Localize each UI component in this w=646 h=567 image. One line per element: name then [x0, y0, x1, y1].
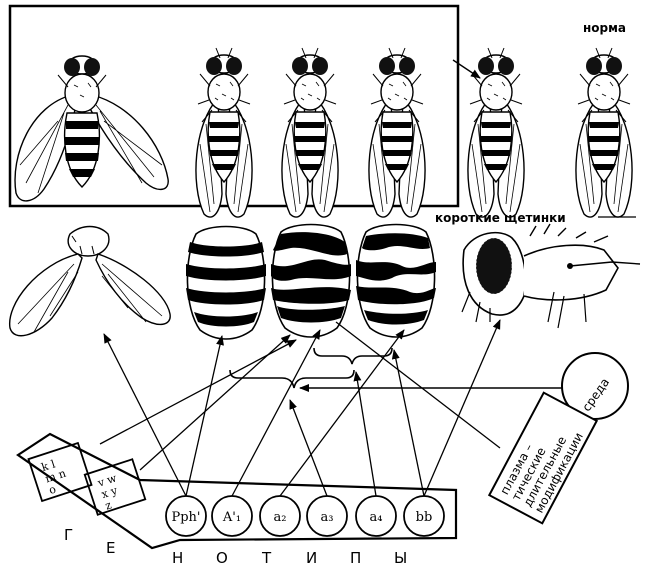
gene-a3-label: a₃: [321, 510, 334, 525]
detached-wings: [10, 227, 171, 336]
fly-3: [282, 48, 338, 217]
gene-a3: a₃: [307, 496, 347, 536]
gene-bb: bb: [404, 496, 444, 536]
fly-2: [196, 48, 252, 217]
gene-pph-label: Pph': [171, 510, 200, 525]
gene-a4-label: a₄: [370, 510, 383, 525]
fly-4: [369, 48, 425, 217]
word-letter-y: Ы: [394, 549, 407, 567]
genome-box-2-line-3: z: [104, 498, 114, 512]
gene-a4: a₄: [356, 496, 396, 536]
head-short-bristles: [462, 224, 640, 328]
word-letter-n: Н: [172, 549, 183, 567]
word-letter-g: Г: [64, 526, 73, 544]
abdomen-1: [186, 227, 266, 340]
norm-label: норма: [583, 21, 626, 35]
gene-arrows: [100, 320, 500, 496]
word-letter-p: П: [350, 549, 361, 567]
genome-box-1-line-3: o: [47, 482, 58, 497]
word-letter-o: О: [216, 549, 228, 567]
abdomen-3: [356, 225, 436, 338]
abdomen-2: [271, 225, 351, 338]
fly-5: [468, 48, 524, 217]
gene-a2: a₂: [260, 496, 300, 536]
fly-spread-wings: [15, 56, 168, 201]
gene-bb-label: bb: [416, 510, 433, 525]
word-letter-e: Е: [106, 539, 115, 557]
gene-a1-label: A'₁: [222, 510, 241, 525]
short-bristles-label: короткие щетинки: [435, 211, 566, 225]
word-letter-i: И: [306, 549, 317, 567]
gene-pph: Pph': [166, 496, 206, 536]
word-letter-t: Т: [261, 549, 272, 567]
gene-a1: A'₁: [212, 496, 252, 536]
plasma-box: плазма – тические длительные модификации: [489, 393, 596, 524]
gene-a2-label: a₂: [274, 510, 287, 525]
fly-norm: [576, 48, 632, 217]
